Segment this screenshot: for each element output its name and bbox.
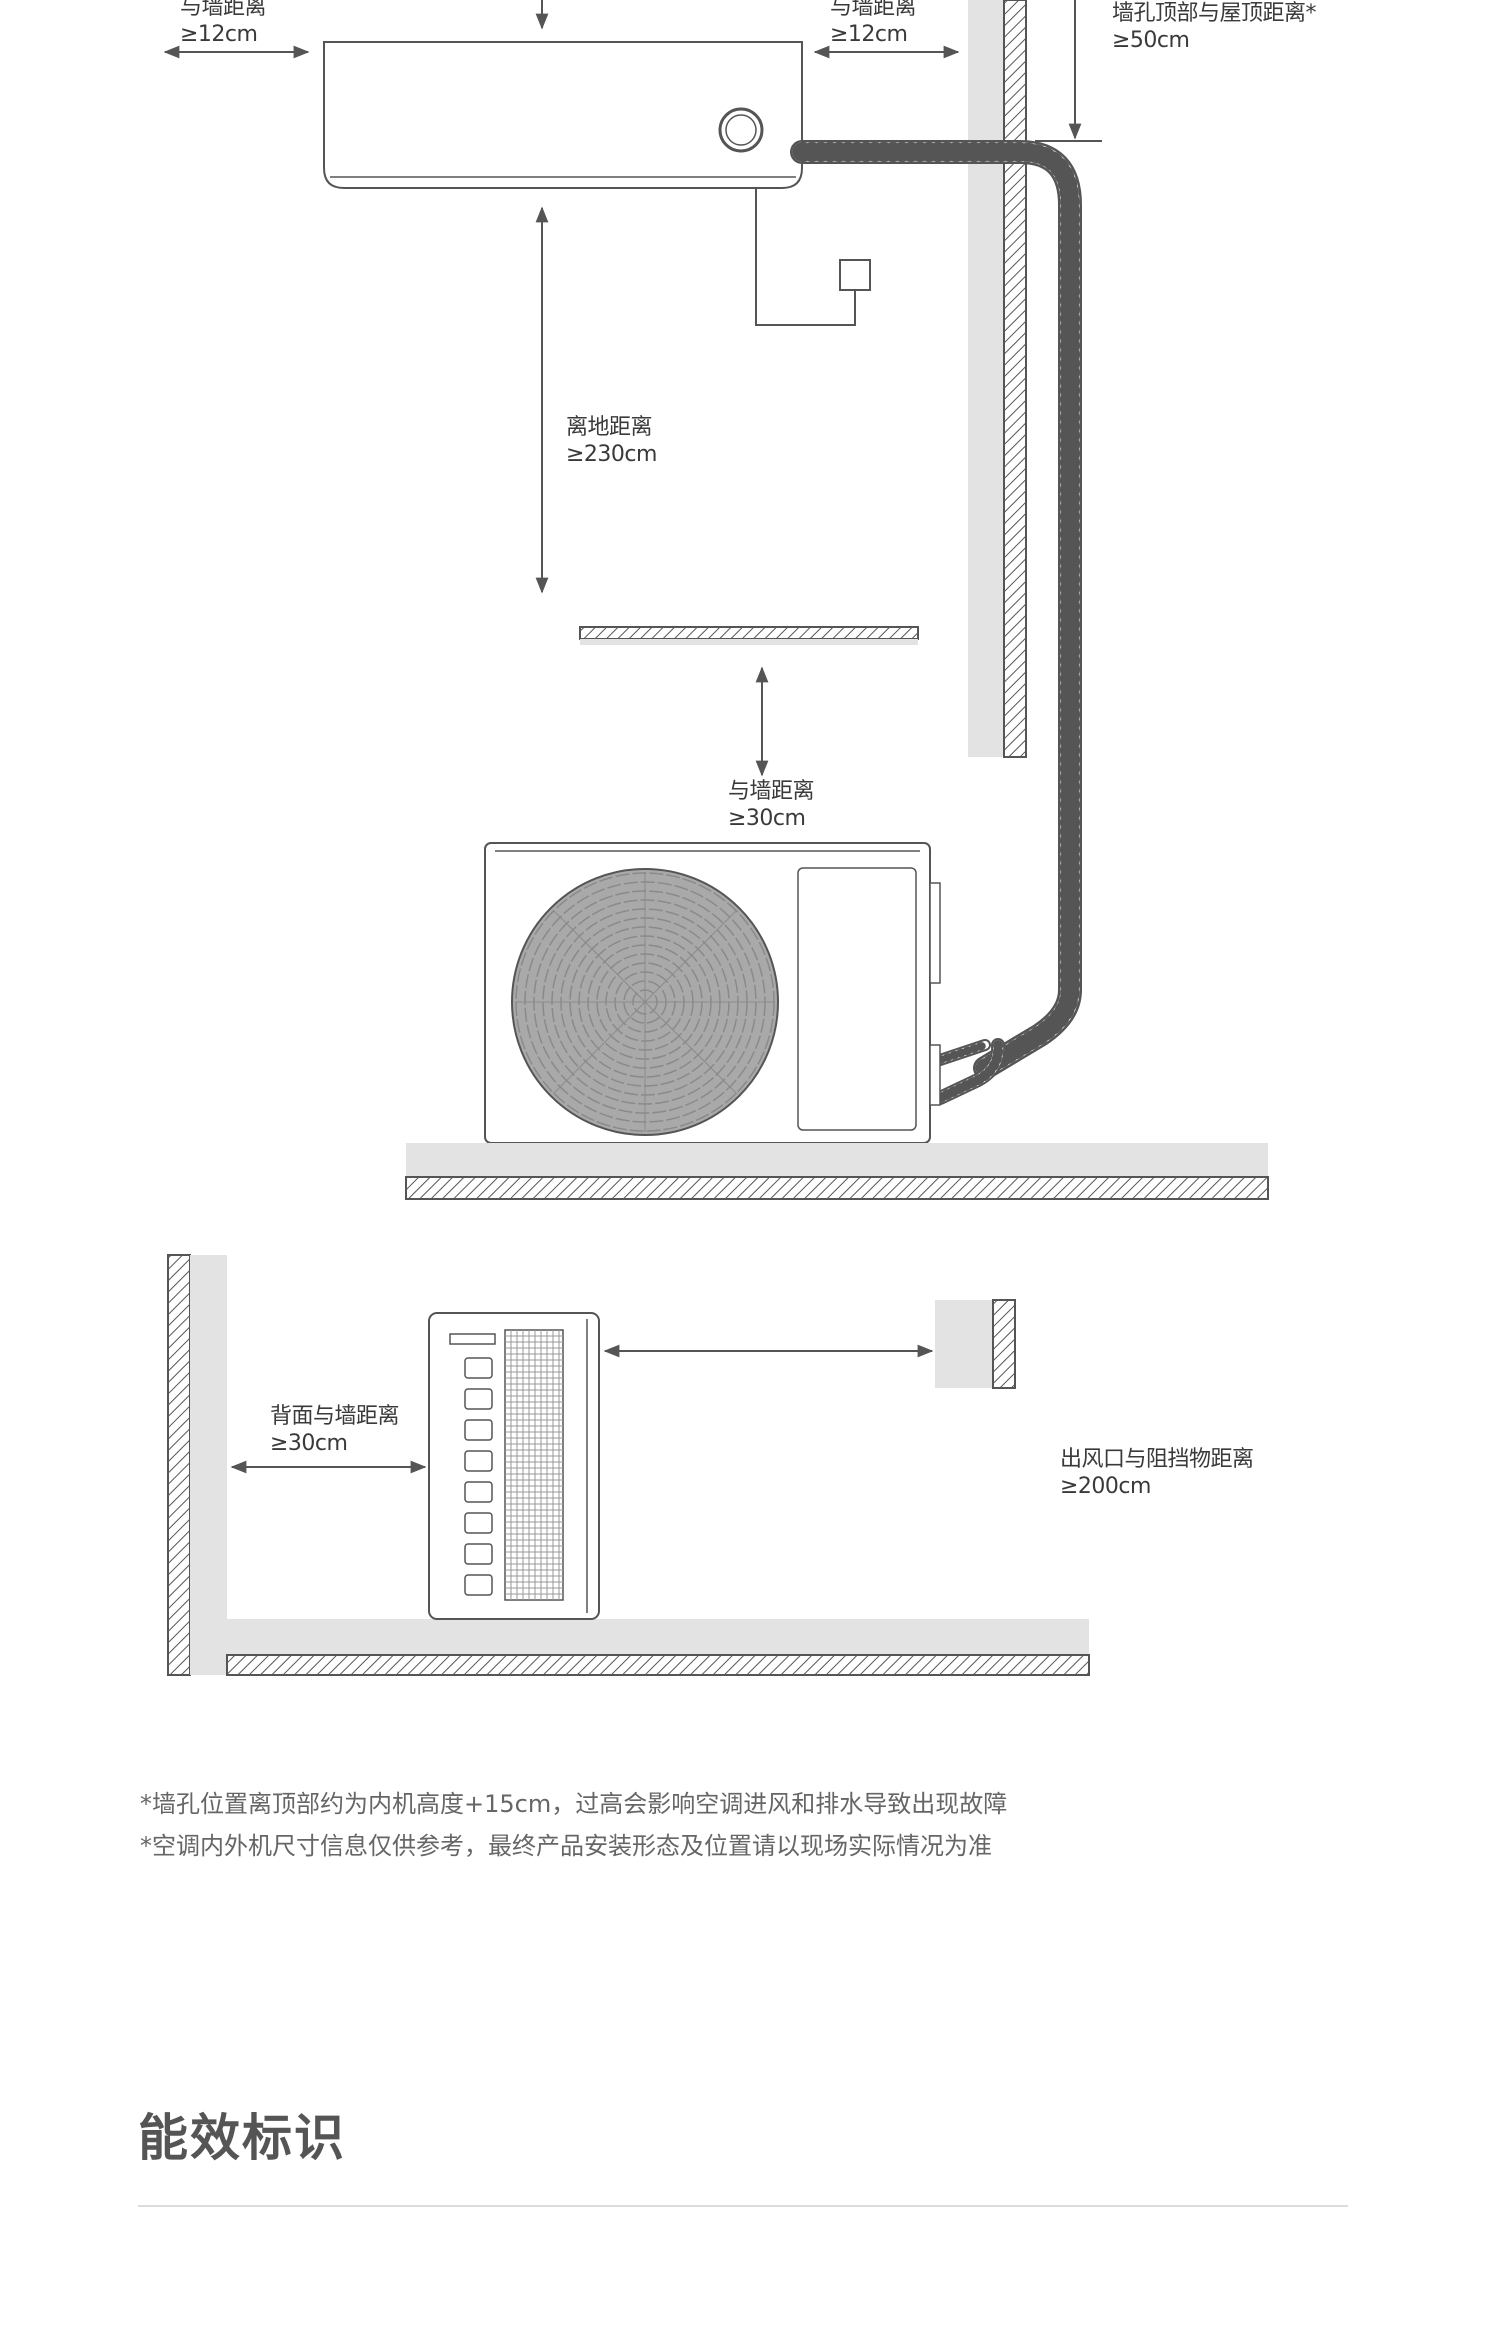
label-left-wall-title: 与墙距离 [180,0,267,20]
side-vent [464,1419,493,1441]
footnote-2: *空调内外机尺寸信息仅供参考，最终产品安装形态及位置请以现场实际情况为准 [140,1832,992,1860]
label-roof-hole-title: 墙孔顶部与屋顶距离* [1112,1,1317,26]
side-grille [504,1329,564,1601]
label-right-wall: 与墙距离 ≥12cm [830,0,917,48]
fan-grille [511,868,779,1136]
label-outdoor-top-value: ≥30cm [728,806,806,831]
side-vent [464,1357,493,1379]
side-vents [464,1357,493,1596]
side-vent [464,1574,493,1596]
label-outdoor-back: 背面与墙距离 ≥30cm [270,1403,400,1457]
side-vent [464,1512,493,1534]
label-floor: 离地距离 ≥230cm [566,414,657,468]
label-floor-title: 离地距离 [566,415,653,440]
footnote-1: *墙孔位置离顶部约为内机高度+15cm，过高会影响空调进风和排水导致出现故障 [140,1790,1008,1818]
outdoor-unit-front [484,842,941,1149]
section-title: 能效标识 [138,2109,346,2167]
ground-platform [405,1143,1269,1200]
label-left-wall: 与墙距离 ≥12cm [180,0,267,48]
label-roof-hole-value: ≥50cm [1112,28,1190,53]
label-outdoor-back-title: 背面与墙距离 [270,1404,400,1429]
label-outdoor-top: 与墙距离 ≥30cm [728,778,815,832]
label-outlet-title: 出风口与阻挡物距离 [1060,1447,1254,1472]
floor-side [226,1619,1090,1676]
label-outdoor-top-title: 与墙距离 [728,779,815,804]
section-divider [138,2205,1348,2207]
refrigerant-pipe [790,140,1082,1105]
vertical-wall [968,0,1027,758]
indoor-unit [323,41,803,189]
left-wall-side [167,1254,227,1676]
label-roof-hole: 墙孔顶部与屋顶距离* ≥50cm [1112,0,1317,54]
side-vent [464,1388,493,1410]
label-outdoor-back-value: ≥30cm [270,1431,348,1456]
side-vent [464,1450,493,1472]
dimension-arrows [163,0,1082,777]
side-vent [464,1543,493,1565]
label-right-wall-value: ≥12cm [830,22,908,47]
label-outlet-value: ≥200cm [1060,1474,1151,1499]
control-wire [755,188,871,326]
side-vent [464,1481,493,1503]
label-left-wall-value: ≥12cm [180,22,258,47]
side-dimension-arrows [230,1344,934,1474]
obstacle [935,1299,1016,1389]
label-floor-value: ≥230cm [566,442,657,467]
outdoor-unit-side [428,1312,600,1620]
mid-shelf [579,626,919,645]
label-outlet: 出风口与阻挡物距离 ≥200cm [1060,1446,1254,1500]
label-right-wall-title: 与墙距离 [830,0,917,20]
